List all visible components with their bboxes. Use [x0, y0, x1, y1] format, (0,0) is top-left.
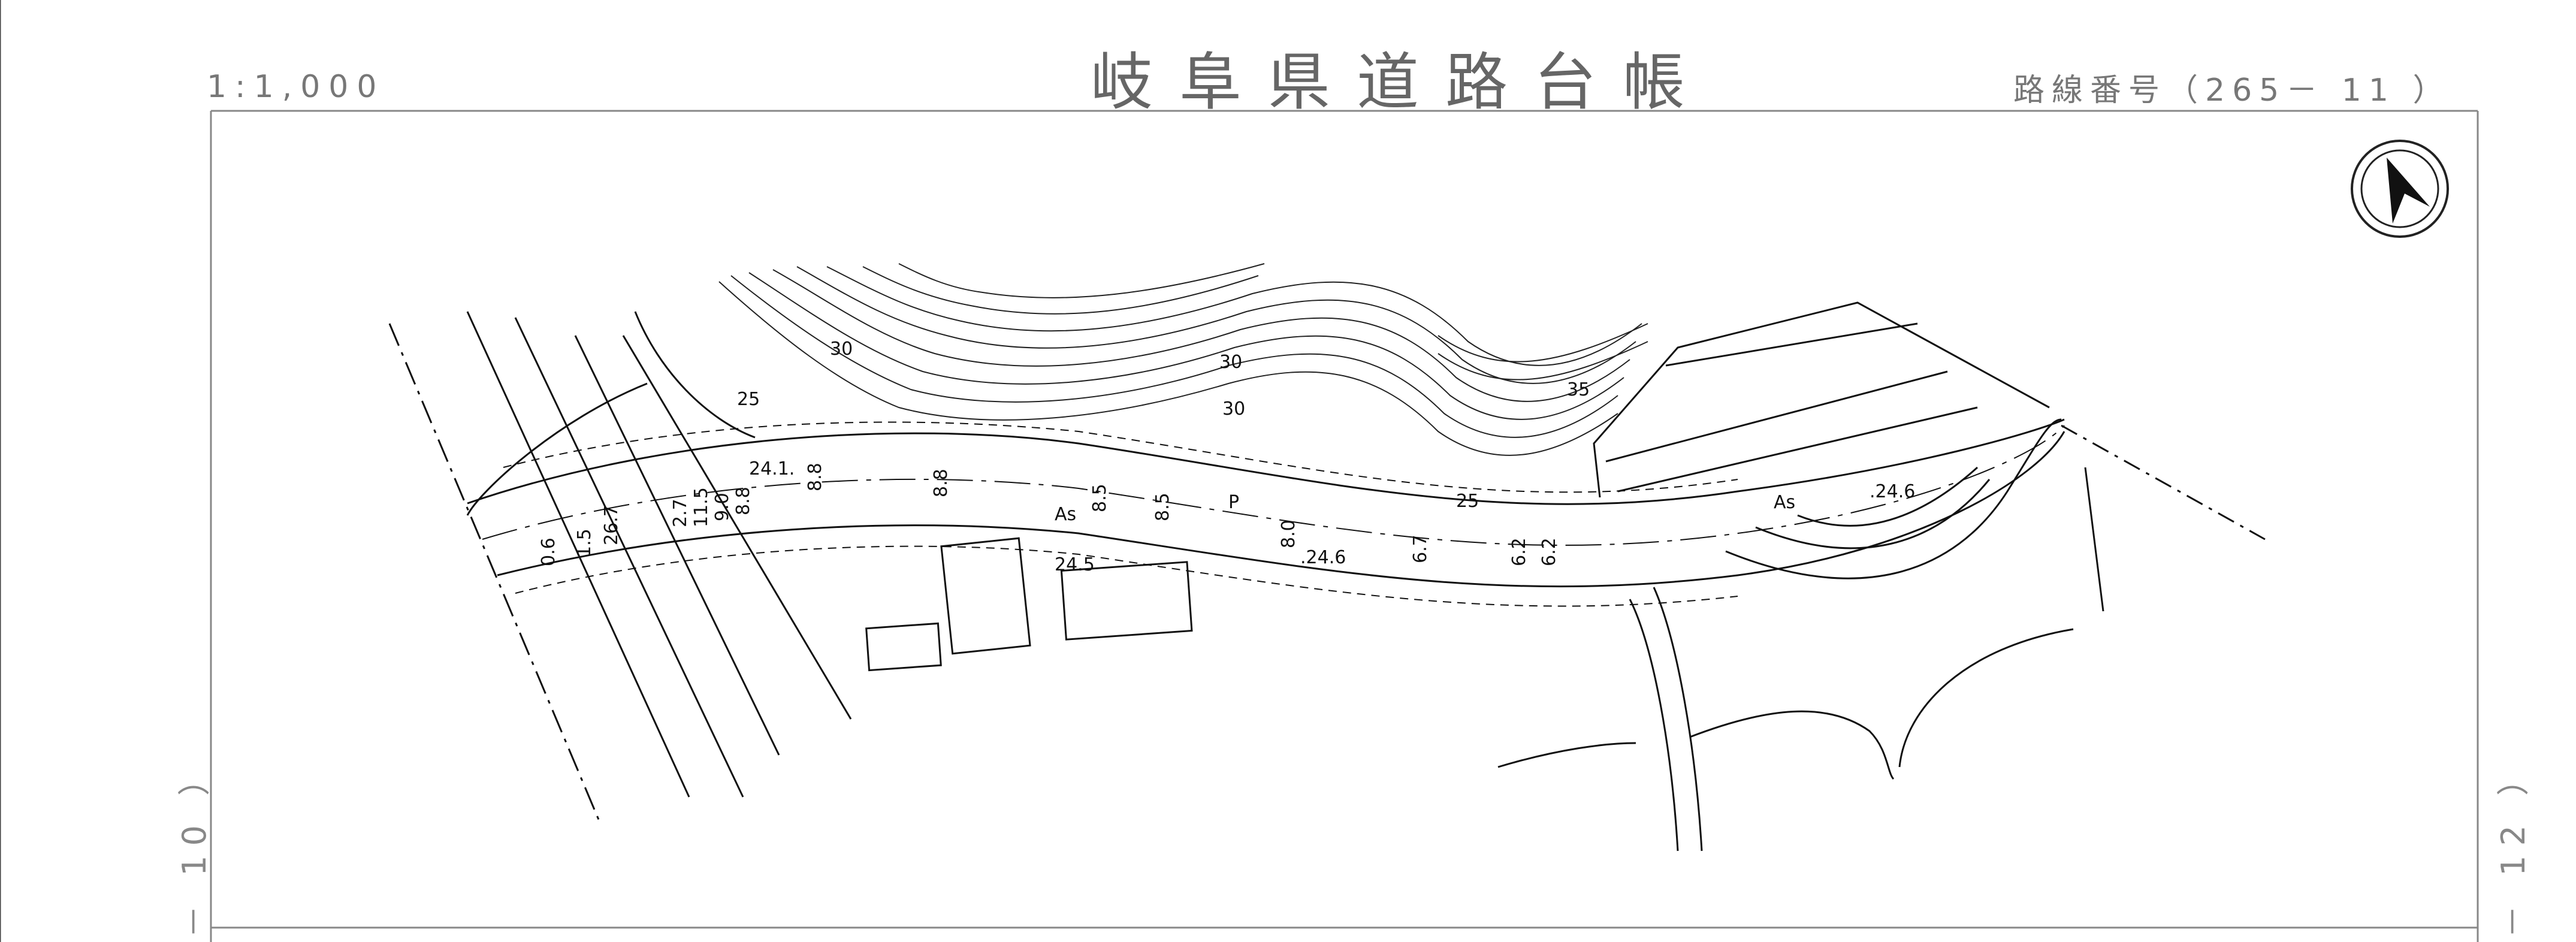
- width-label: 6.2: [1509, 538, 1530, 566]
- surface-label: As: [1774, 492, 1795, 513]
- contour-label: 25: [1456, 491, 1479, 512]
- contour-label: 35: [1567, 379, 1590, 400]
- width-label: 8.5: [1152, 493, 1173, 521]
- contour-label: 30: [1219, 352, 1242, 373]
- elevation-label: .24.6: [1870, 481, 1915, 502]
- width-label: 6.7: [1410, 535, 1431, 563]
- map-labels: 30 30 30 25 25 35 24.1. 24.5 .24.6 .24.6…: [538, 339, 1915, 575]
- width-label: 6.2: [1539, 538, 1560, 566]
- width-label: 8.8: [931, 469, 952, 497]
- surface-label: P: [1228, 492, 1239, 513]
- surface-label: As: [1055, 504, 1076, 525]
- width-label: 8.0: [1278, 520, 1299, 548]
- elevation-label: 24.5: [1055, 554, 1095, 575]
- sheet-frame: [0, 0, 2479, 942]
- width-label: 26.7: [601, 505, 622, 545]
- width-label: 8.5: [1089, 484, 1110, 512]
- contour-lines: [718, 263, 1648, 456]
- width-label: 2.7: [670, 499, 691, 527]
- elevation-label: .24.6: [1300, 547, 1346, 568]
- width-label: 11.5: [691, 487, 712, 527]
- north-arrow-icon: [2351, 140, 2449, 238]
- field-area: [1593, 301, 2062, 579]
- main-road: [467, 418, 2065, 607]
- route-number: 路線番号（265－ 11 ）: [2013, 73, 2451, 108]
- contour-label: 30: [830, 339, 853, 360]
- width-label: 1.5: [574, 529, 595, 557]
- width-label: 8.8: [805, 463, 826, 491]
- width-label: 8.8: [733, 487, 754, 515]
- page-title: 岐阜県道路台帳: [1091, 46, 1712, 119]
- cross-road: [388, 311, 852, 822]
- contour-label: 30: [1222, 398, 1245, 419]
- elevation-label: 24.1.: [749, 458, 795, 479]
- lower-features: [865, 424, 2266, 852]
- width-label: 0.6: [538, 538, 559, 566]
- width-label: 9.0: [712, 493, 733, 521]
- scale-label: 1:1,000: [207, 69, 385, 105]
- contour-label: 25: [737, 389, 760, 410]
